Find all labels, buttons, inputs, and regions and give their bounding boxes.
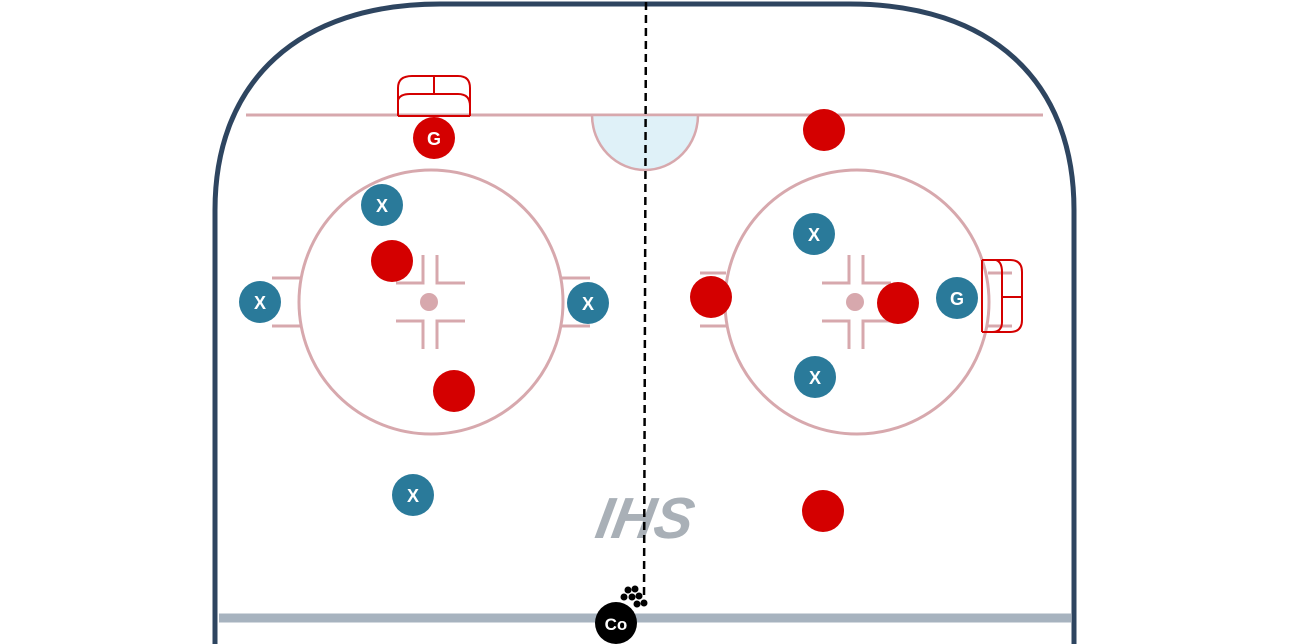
- svg-text:G: G: [427, 129, 441, 149]
- svg-text:X: X: [808, 225, 820, 245]
- red-player: [433, 370, 475, 412]
- red-player: [803, 109, 845, 151]
- red-player: [690, 276, 732, 318]
- blue-player-x: X: [239, 281, 281, 323]
- svg-text:X: X: [254, 293, 266, 313]
- red-player: [371, 240, 413, 282]
- coach: Co: [595, 602, 637, 644]
- blue-player-x: X: [392, 474, 434, 516]
- dashed-pass-line: [642, 1, 648, 603]
- blue-goalie: G: [936, 277, 978, 319]
- faceoff-dot: [420, 293, 438, 311]
- svg-text:X: X: [407, 486, 419, 506]
- goal-crease: [590, 113, 700, 172]
- blue-player-x: X: [361, 184, 403, 226]
- left-faceoff-circle: [272, 168, 590, 436]
- top-net: [397, 75, 471, 117]
- svg-text:G: G: [950, 289, 964, 309]
- right-net: [981, 259, 1023, 333]
- svg-text:X: X: [582, 294, 594, 314]
- blue-player-x: X: [794, 356, 836, 398]
- red-player: [877, 282, 919, 324]
- svg-text:X: X: [376, 196, 388, 216]
- blue-player-x: X: [793, 213, 835, 255]
- svg-text:Co: Co: [605, 615, 628, 634]
- faceoff-dot: [846, 293, 864, 311]
- red-player: [802, 490, 844, 532]
- red-goalie: G: [413, 117, 455, 159]
- pucks: [620, 585, 648, 608]
- blue-player-x: X: [567, 282, 609, 324]
- svg-text:X: X: [809, 368, 821, 388]
